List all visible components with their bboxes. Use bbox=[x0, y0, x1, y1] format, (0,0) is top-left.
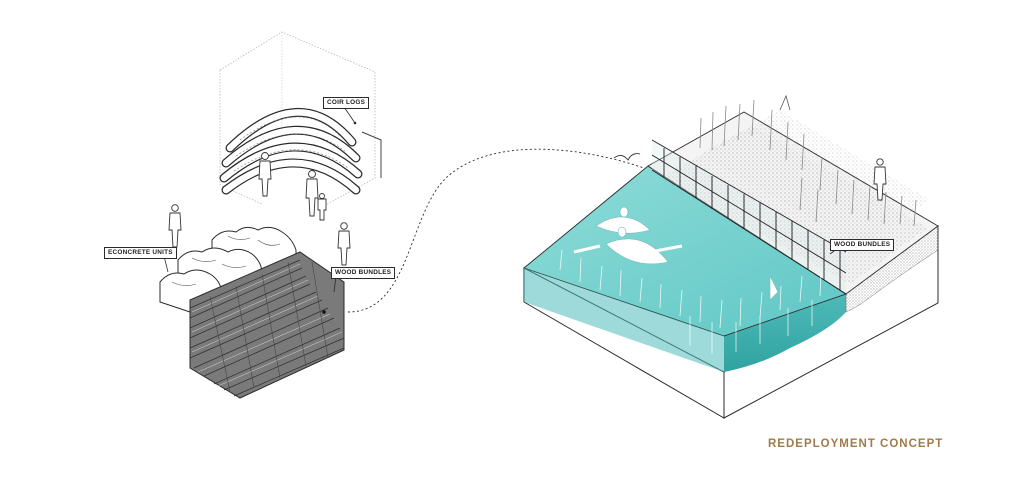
econcrete-units-illustration bbox=[159, 204, 351, 399]
coir-logs-label: COIR LOGS bbox=[323, 97, 370, 109]
wood-bundles-label-left: WOOD BUNDLES bbox=[331, 267, 396, 279]
wood-bundles-label-right: WOOD BUNDLES bbox=[830, 239, 895, 251]
coir-logs-illustration bbox=[219, 31, 382, 221]
connector-line bbox=[347, 148, 651, 313]
econcrete-units-label: ECONCRETE UNITS bbox=[104, 247, 177, 259]
diagram-caption: REDEPLOYMENT CONCEPT bbox=[768, 438, 944, 450]
water-block-illustration bbox=[523, 94, 939, 419]
